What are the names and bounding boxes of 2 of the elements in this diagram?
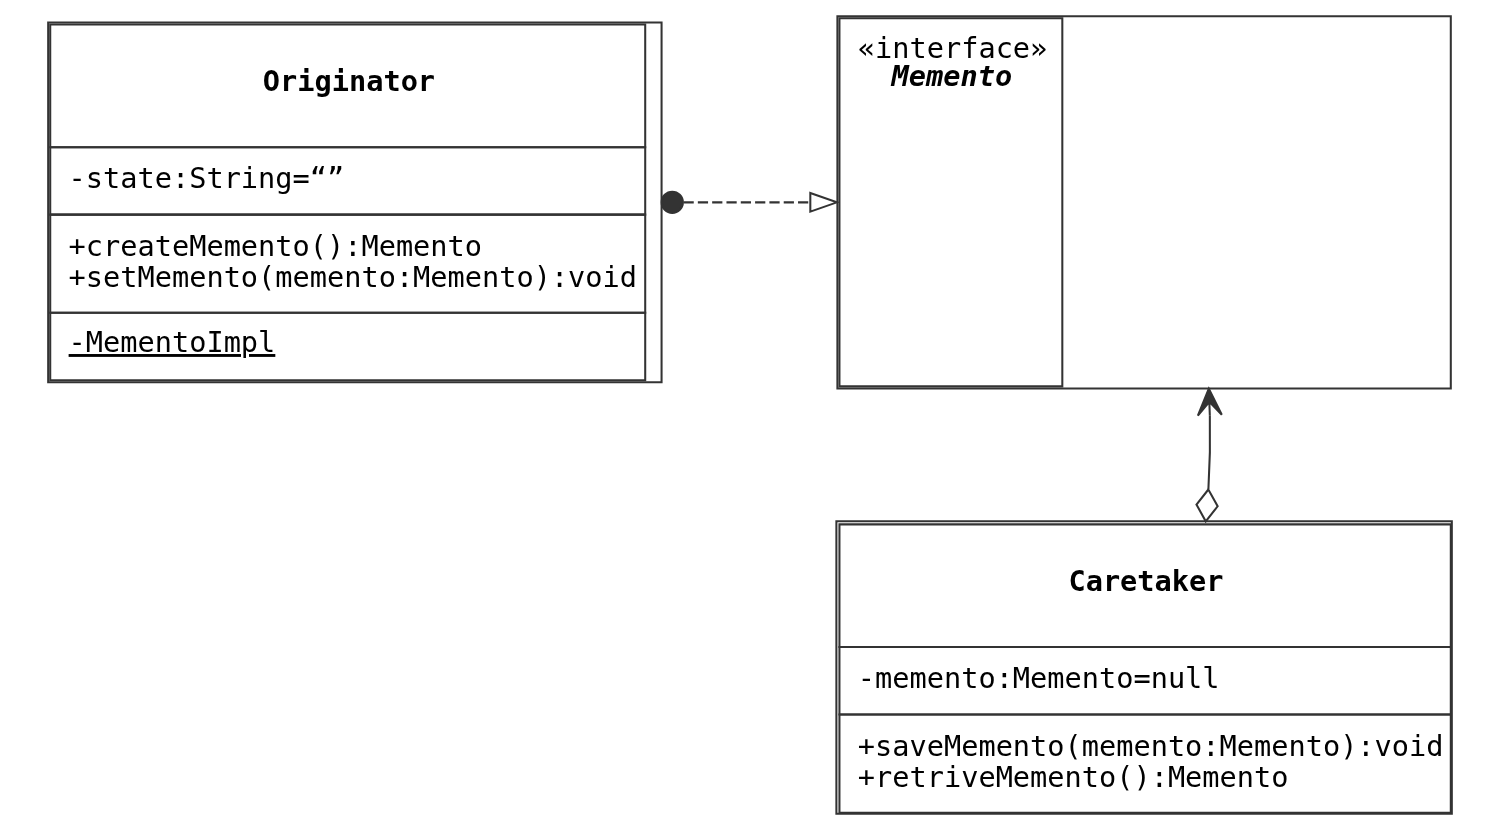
arrow — [660, 190, 840, 214]
arrow — [1195, 387, 1223, 524]
